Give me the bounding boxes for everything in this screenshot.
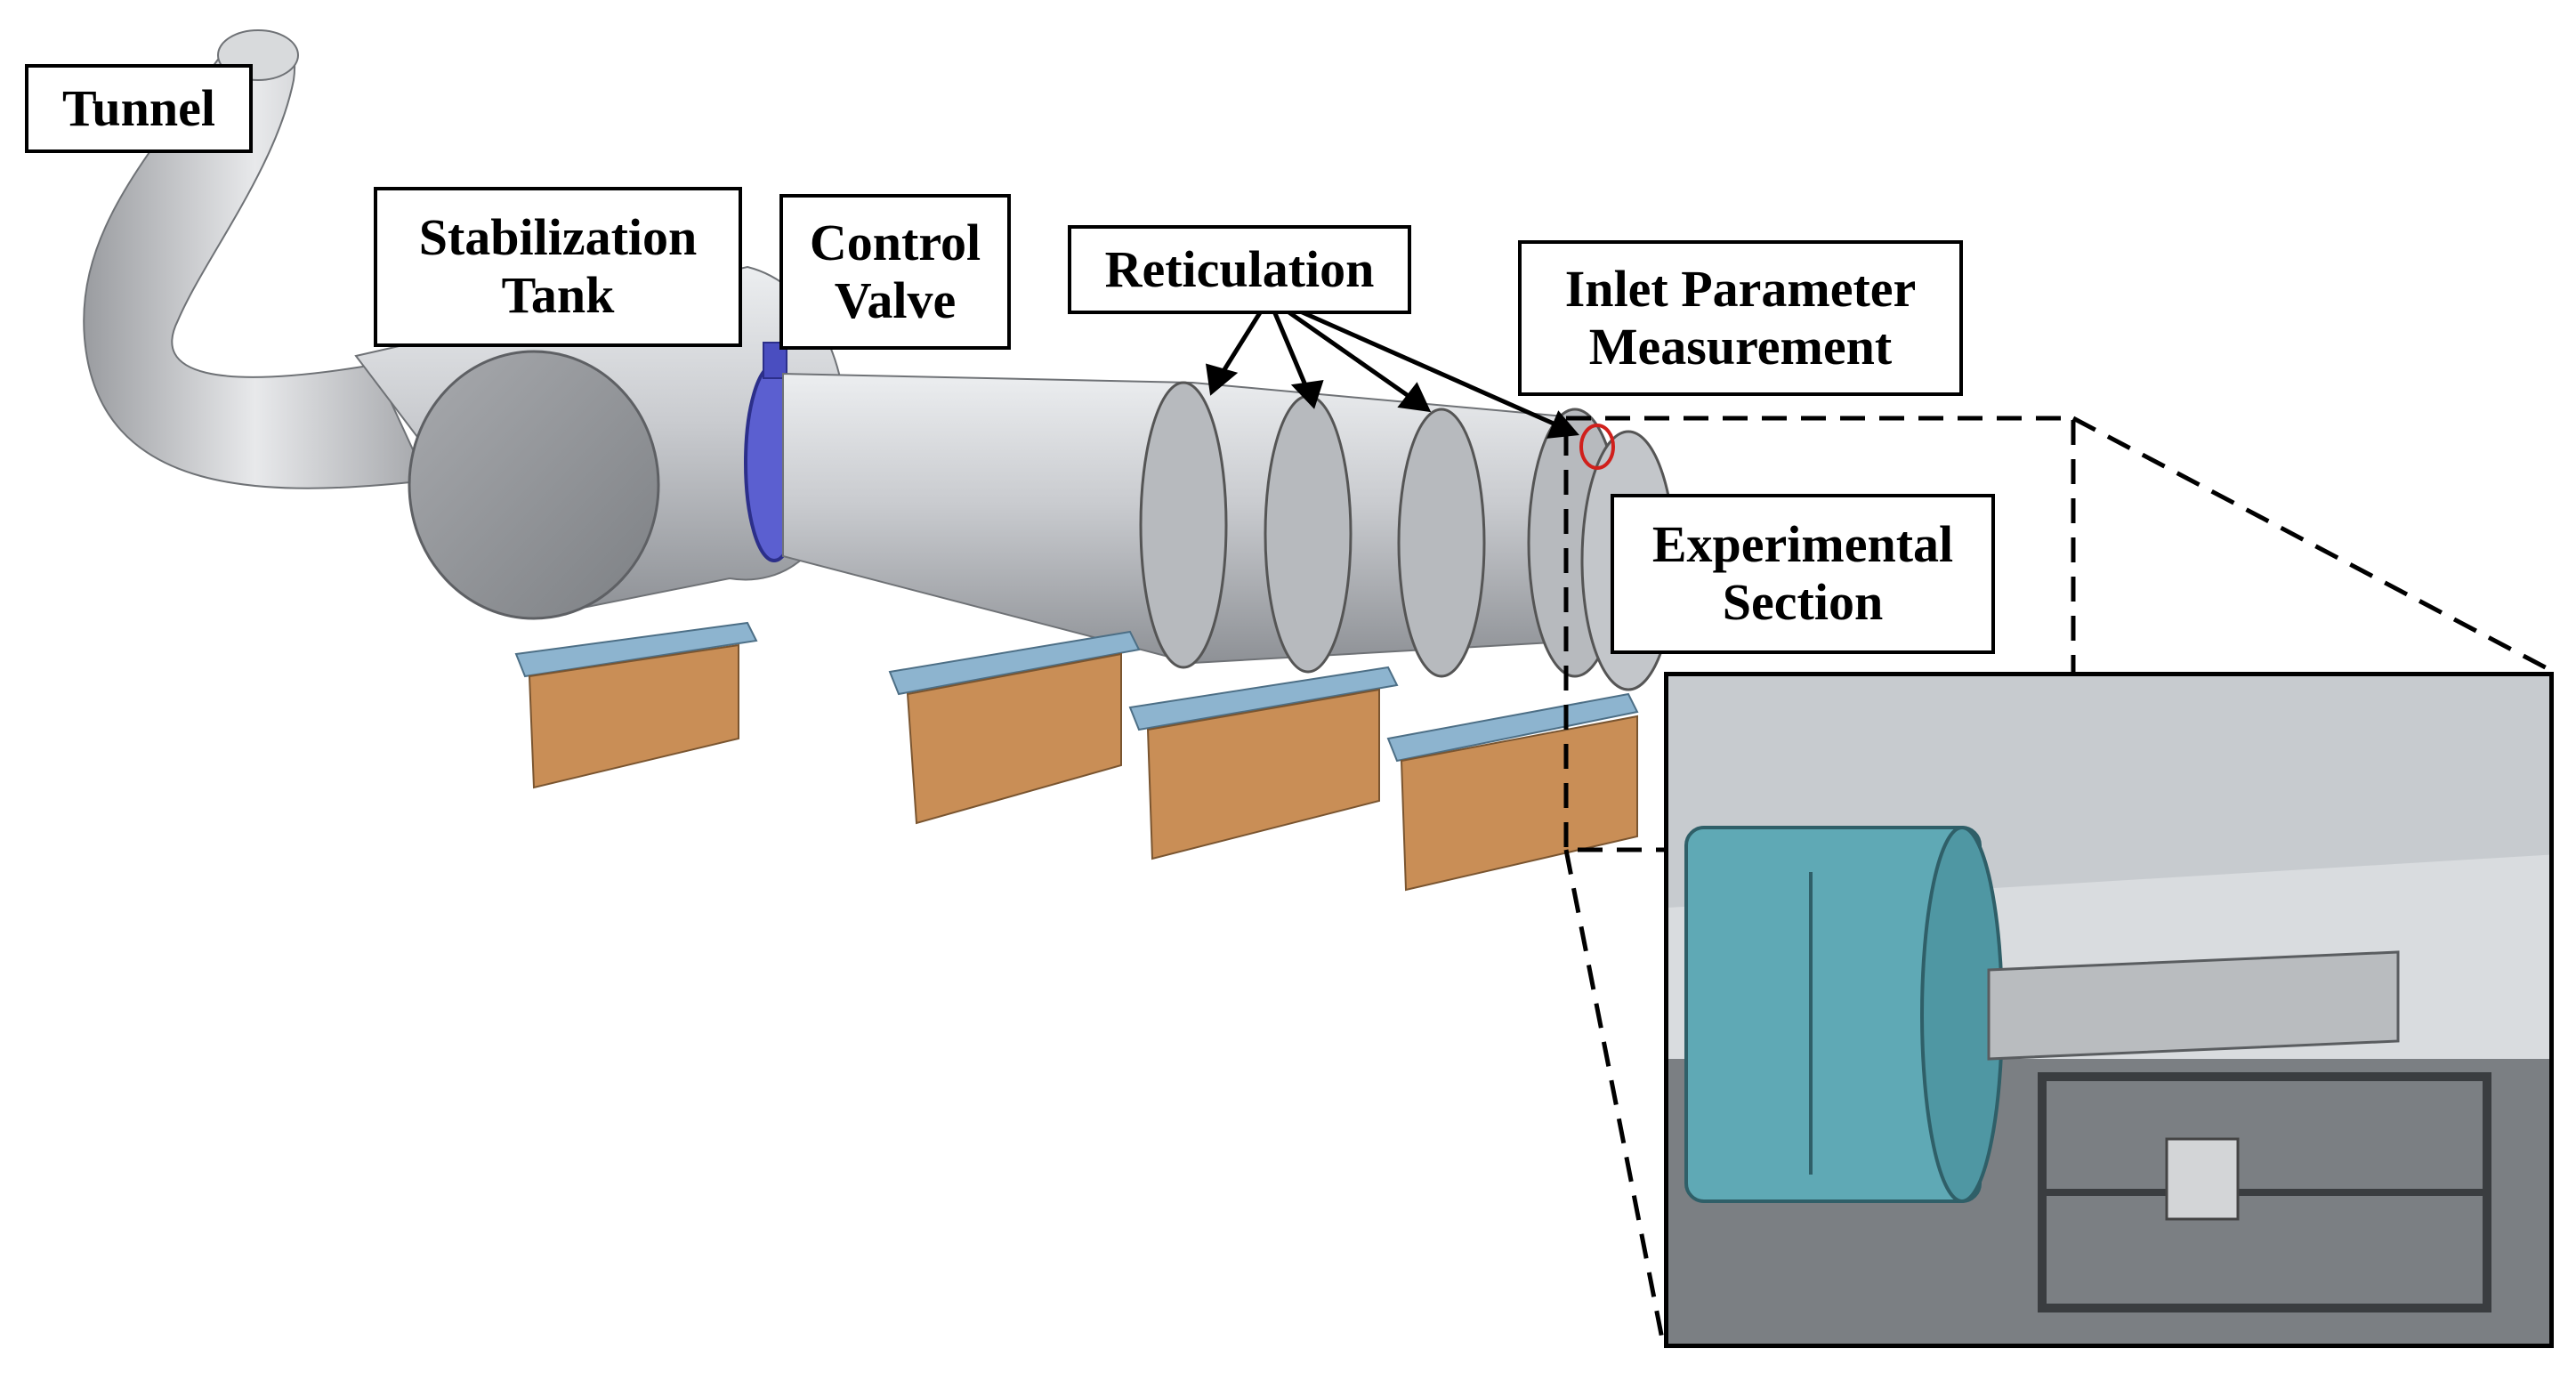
label-control-line2: Valve bbox=[834, 271, 957, 329]
wood-base bbox=[1400, 715, 1638, 892]
label-stabilization-tank: Stabilization Tank bbox=[374, 187, 742, 347]
label-control-valve: Control Valve bbox=[779, 194, 1011, 350]
support-plate bbox=[1386, 692, 1639, 763]
supports bbox=[514, 621, 1639, 892]
reticulation-arrows bbox=[1205, 304, 1579, 439]
support-plate bbox=[1128, 666, 1399, 731]
experimental-photo bbox=[1664, 672, 2554, 1348]
wood-base bbox=[1146, 688, 1380, 860]
flange bbox=[1264, 394, 1353, 674]
label-stabilization-line2: Tank bbox=[501, 266, 615, 324]
support-plate bbox=[888, 630, 1141, 696]
label-tunnel: Tunnel bbox=[25, 64, 253, 153]
label-experimental-line1: Experimental bbox=[1651, 515, 1954, 574]
stabilization-tank-cap bbox=[408, 350, 660, 620]
flange bbox=[1139, 381, 1228, 669]
label-tunnel-text: Tunnel bbox=[62, 78, 215, 137]
label-reticulation: Reticulation bbox=[1068, 225, 1411, 314]
label-experimental-line2: Section bbox=[1722, 573, 1884, 631]
label-stabilization-line1: Stabilization bbox=[418, 208, 698, 267]
wood-base bbox=[906, 652, 1122, 825]
label-control-line1: Control bbox=[809, 213, 981, 271]
inlet-measurement-marker bbox=[1579, 424, 1615, 470]
label-inlet-line2: Measurement bbox=[1588, 317, 1893, 376]
label-experimental-section: Experimental Section bbox=[1611, 494, 1995, 654]
label-inlet-line1: Inlet Parameter bbox=[1564, 259, 1917, 318]
wood-base bbox=[528, 643, 739, 789]
flange bbox=[1397, 408, 1486, 678]
label-reticulation-text: Reticulation bbox=[1104, 239, 1375, 298]
support-plate bbox=[514, 621, 758, 678]
label-inlet-parameter: Inlet Parameter Measurement bbox=[1518, 240, 1963, 396]
photo-illustration bbox=[1668, 676, 2549, 1344]
